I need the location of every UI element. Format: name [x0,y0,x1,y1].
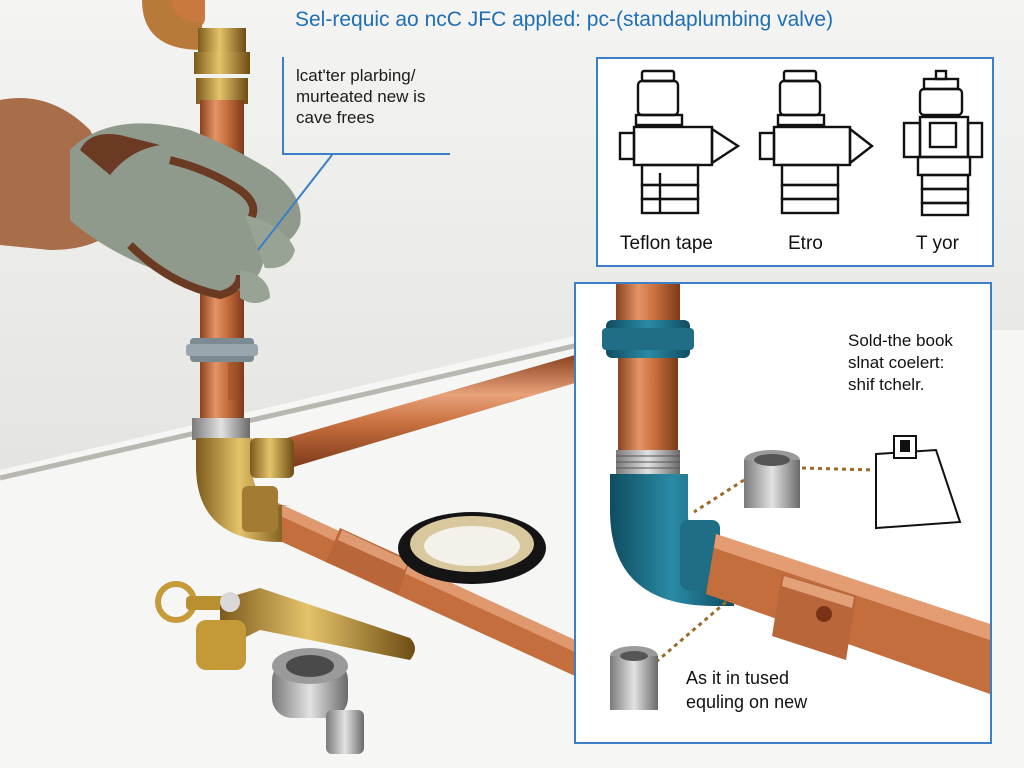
wall-pipe [280,355,575,468]
fitting-icon [272,648,364,754]
detail-note-line: shif tchelr. [848,375,925,394]
detail-drawing [602,284,990,710]
tape-roll-icon [398,512,546,584]
valve-icon [758,69,874,215]
callout-top-line: cave frees [296,108,375,127]
baseboard-line [0,337,601,481]
brass-elbow [192,418,294,542]
callout-pointer [257,154,333,251]
detail-note-line: Sold-the book [848,331,953,350]
valve-icon [618,69,741,215]
callout-top-line: lcat'ter plarbing/ [296,66,416,85]
callout-top-line: murteated new is [296,87,426,106]
detail-note-top: Sold-the book slnat coelert: shif tchelr… [848,330,988,396]
valve-drawings [618,69,984,217]
detail-note-bottom: As it in tused equling on new [686,666,886,714]
valve-icon [902,69,984,217]
valve-label: Teflon tape [620,233,713,254]
gloved-hand [0,98,301,303]
valve-label: Etro [788,233,823,254]
detail-note-line: As it in tused [686,668,790,688]
callout-top: lcat'ter plarbing/ murteated new is cave… [282,57,450,155]
wrench-icon [155,581,415,670]
page-title: Sel-requic ao ncC JFC appled: pc-(standa… [295,8,834,31]
detail-note-line: slnat coelert: [848,353,945,372]
top-elbow [142,0,250,104]
detail-note-line: equling on new [686,692,808,712]
detail-panel: Sold-the book slnat coelert: shif tchelr… [574,282,992,744]
floor-pipe [234,490,575,676]
valves-panel: Teflon tape Etro T yor [596,57,994,267]
valve-label: T yor [916,233,959,254]
